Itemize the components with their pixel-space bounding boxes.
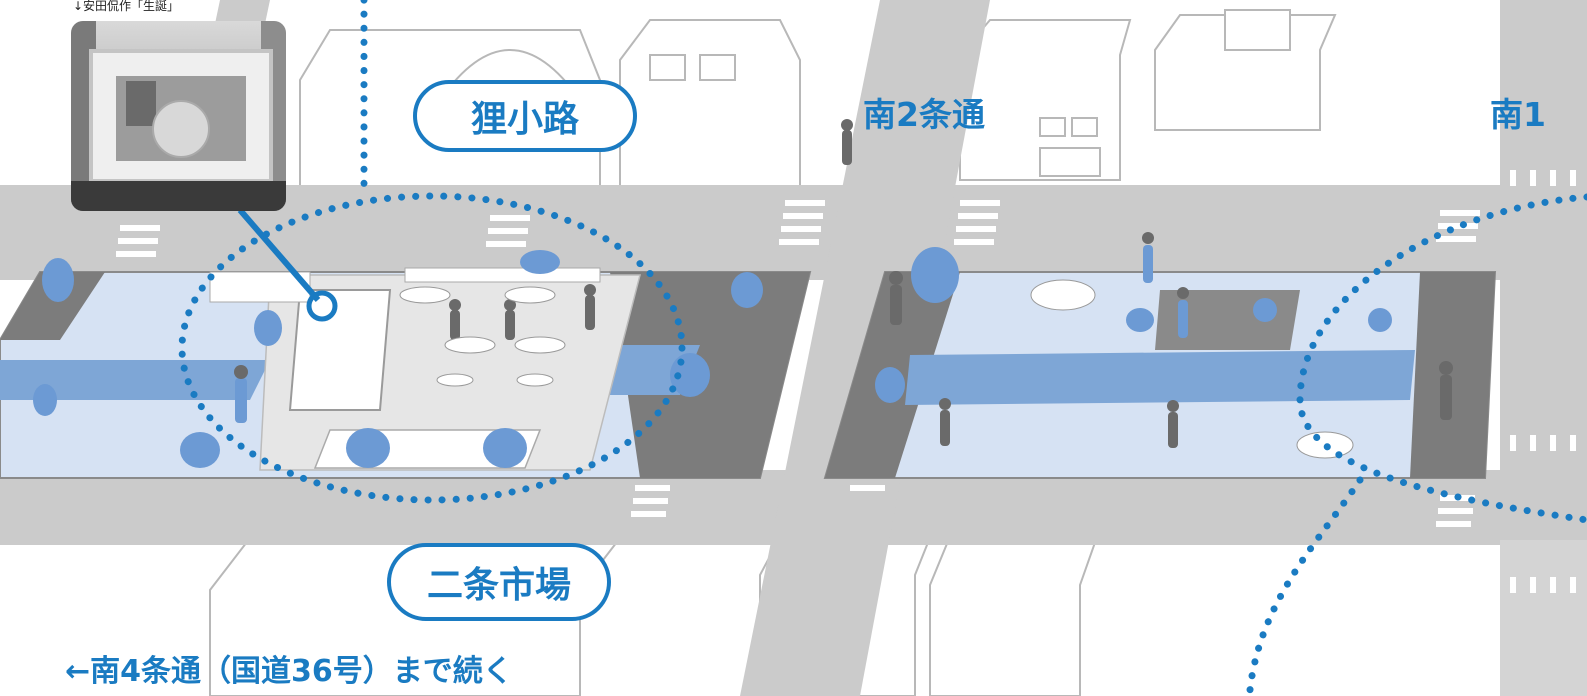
crosswalks: [116, 170, 1576, 593]
callout-line: [237, 208, 321, 302]
sculpture-photo: [71, 21, 286, 211]
tanukikoji-label: 狸小路: [413, 80, 637, 152]
park-block-right: [823, 271, 1497, 479]
minami2jo-street-label: 南2条通: [863, 95, 985, 134]
nijo-ichiba-label: 二条市場: [387, 543, 611, 621]
continues-to-label: ←南4条通（国道36号）まで続く: [65, 654, 513, 689]
park-block-left: [0, 267, 812, 479]
callout-marker: [306, 290, 338, 322]
pedestrians: [234, 119, 1453, 448]
dotted-routes: [178, 0, 1587, 694]
cafe-umbrellas: [399, 286, 566, 387]
photo-caption: ↓安田侃作「生誕」: [73, 0, 180, 13]
minami1-street-label: 南1: [1490, 95, 1546, 134]
